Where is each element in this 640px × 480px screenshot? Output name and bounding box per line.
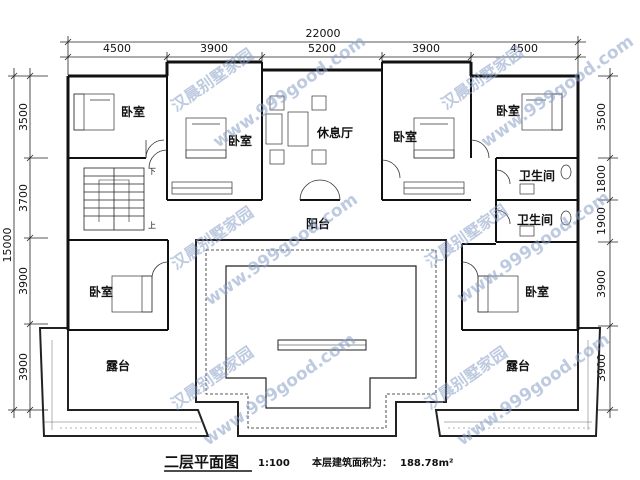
room-label-bedroom-nw: 卧室 (121, 104, 145, 119)
svg-text:www.999good.com: www.999good.com (453, 330, 613, 451)
right-dimensions (598, 68, 618, 418)
room-label-balcony: 阳台 (306, 216, 330, 231)
bed-icon (413, 117, 455, 159)
courtyard-railing (195, 239, 447, 437)
dim-right-1: 3500 (595, 103, 608, 131)
dim-right-4: 3900 (595, 270, 608, 298)
dim-right-5: 3900 (595, 354, 608, 382)
interior-walls (68, 62, 578, 331)
staircase (83, 167, 145, 231)
dim-top-1: 4500 (103, 42, 131, 55)
room-label-bedroom-ne: 卧室 (496, 103, 520, 118)
wardrobe-icon (403, 181, 465, 195)
dim-top-3: 5200 (308, 42, 336, 55)
dim-top-5: 4500 (510, 42, 538, 55)
bed-icon (185, 117, 227, 159)
dim-left-total: 15000 (1, 228, 14, 263)
wardrobe-icon (171, 181, 233, 195)
svg-text:汉晨别墅家园: 汉晨别墅家园 (167, 45, 257, 116)
bed-icon (73, 93, 115, 131)
room-label-bathroom-1: 卫生间 (519, 168, 555, 183)
dim-left-2: 3700 (17, 184, 30, 212)
top-dimensions (60, 36, 586, 75)
doors (145, 139, 511, 279)
dim-left-4: 3900 (17, 353, 30, 381)
bed-icon (111, 275, 153, 313)
svg-text:www.999good.com: www.999good.com (199, 330, 359, 451)
room-label-terrace-east: 露台 (506, 358, 530, 373)
sofa-set-icon (265, 95, 327, 165)
room-label-bedroom-sw: 卧室 (89, 284, 113, 299)
room-label-bathroom-2: 卫生间 (517, 212, 553, 227)
toilet-icon (519, 210, 572, 237)
floor-area-label: 本层建筑面积为： (312, 456, 392, 469)
room-label-terrace-west: 露台 (106, 358, 130, 373)
bed-icon (521, 93, 563, 131)
svg-text:汉晨别墅家园: 汉晨别墅家园 (437, 43, 527, 114)
floor-area-value: 188.78m² (400, 458, 453, 469)
stair-up-label: 上 (148, 221, 156, 230)
plan-title: 二层平面图 (164, 453, 239, 471)
dim-top-2: 3900 (200, 42, 228, 55)
room-label-bedroom-se: 卧室 (525, 284, 549, 299)
dim-right-2: 1800 (595, 165, 608, 193)
exterior-walls (66, 60, 580, 330)
dim-left-1: 3500 (17, 103, 30, 131)
terrace-decks (38, 327, 602, 437)
room-label-bedroom-n4: 卧室 (393, 129, 417, 144)
left-dimensions (8, 68, 48, 418)
dim-right-3: 1900 (595, 207, 608, 235)
stair-down-label: 下 (148, 167, 156, 176)
bed-icon (477, 275, 519, 313)
dim-top-total: 22000 (306, 27, 341, 40)
dim-top-4: 3900 (412, 42, 440, 55)
room-label-bedroom-n2: 卧室 (228, 133, 252, 148)
svg-text:汉晨别墅家园: 汉晨别墅家园 (167, 203, 257, 274)
furniture (73, 93, 572, 313)
dim-left-3: 3900 (17, 267, 30, 295)
plan-scale: 1:100 (258, 458, 290, 469)
svg-text:www.999good.com: www.999good.com (477, 32, 637, 153)
room-label-lounge: 休息厅 (316, 125, 353, 140)
toilet-icon (519, 164, 572, 195)
